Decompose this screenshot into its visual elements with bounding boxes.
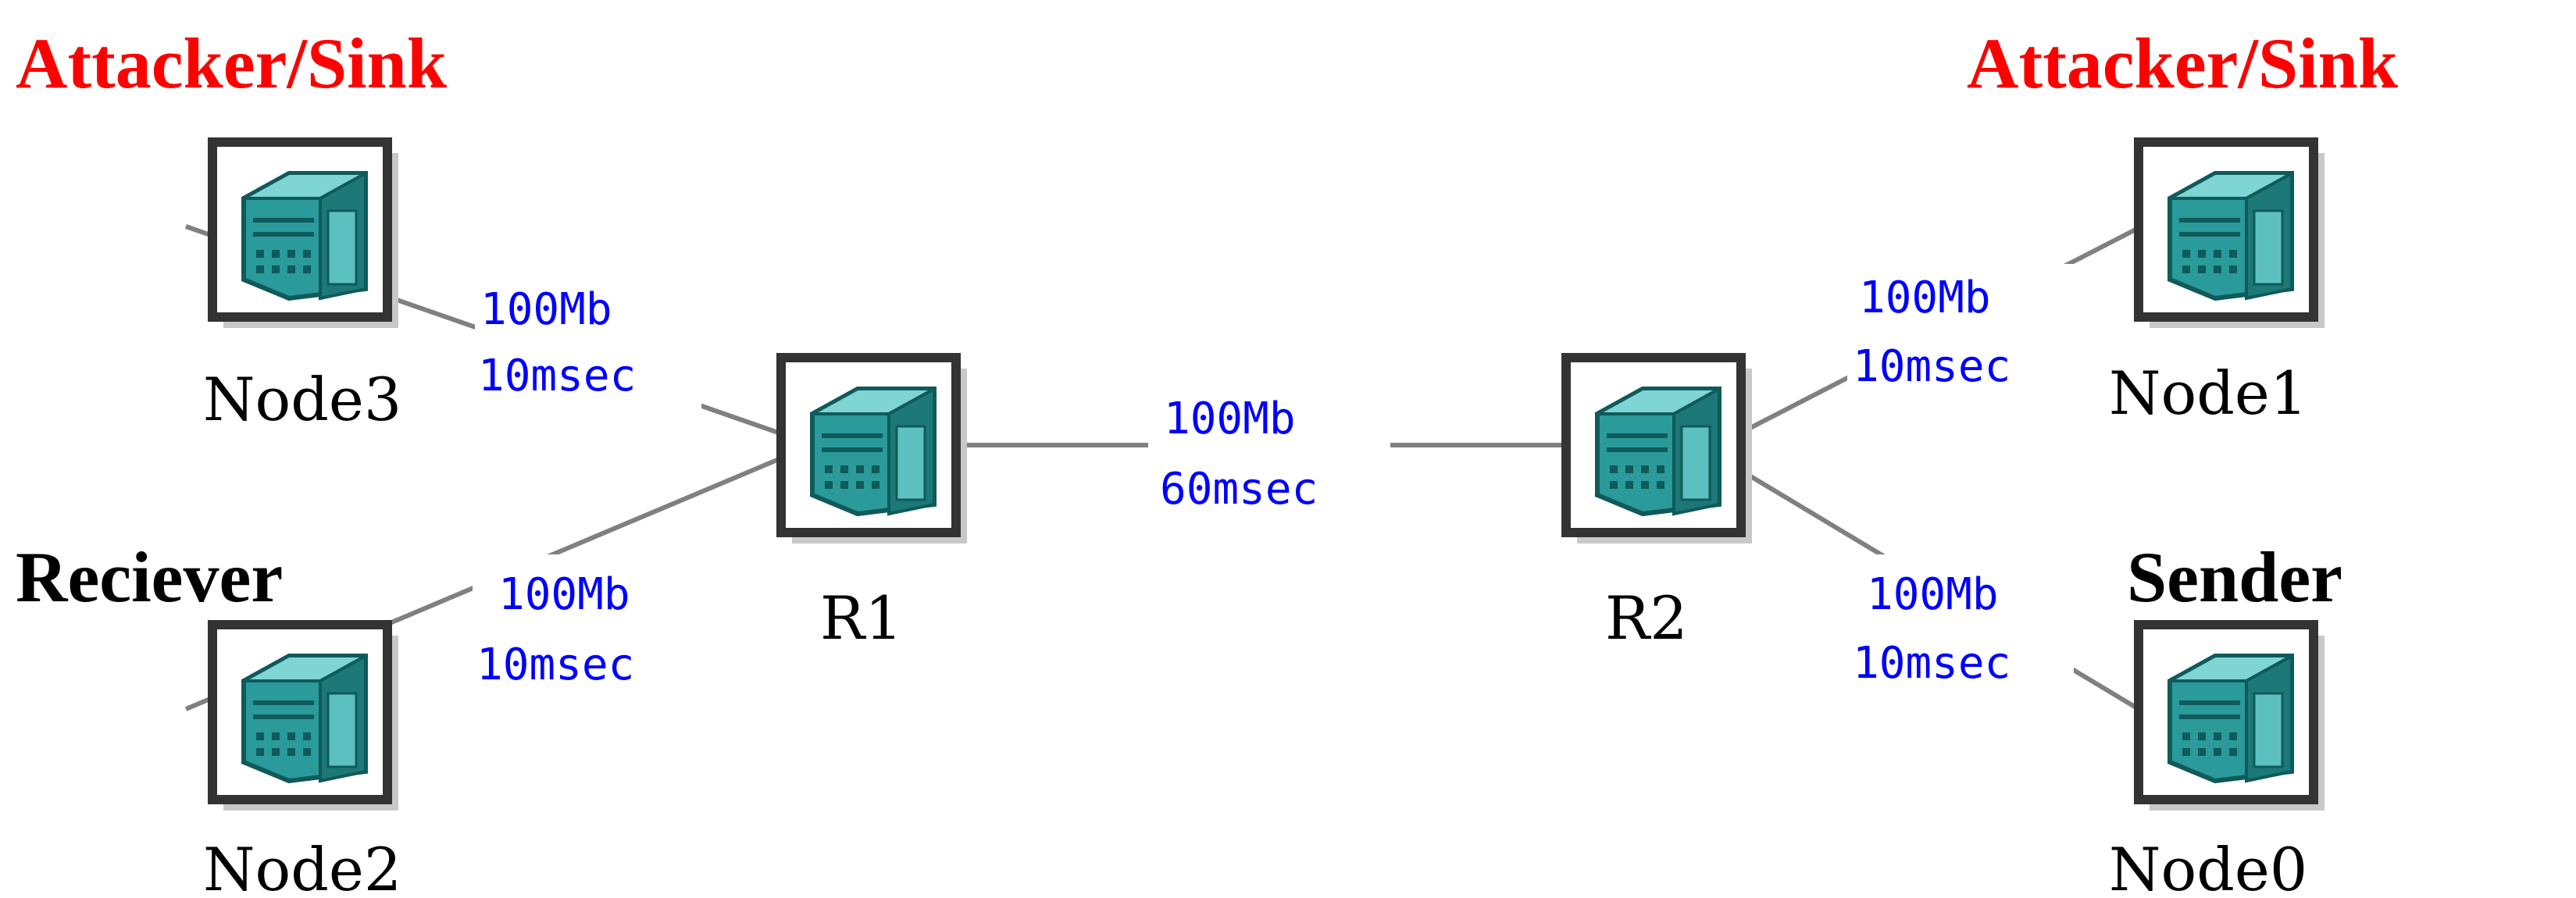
role-label-node3: Attacker/Sink <box>16 23 448 103</box>
node-name-node1: Node1 <box>2109 358 2307 428</box>
node-name-node3: Node3 <box>203 365 401 434</box>
router-icon <box>781 358 967 543</box>
link-delay-r1-r2: 60msec <box>1160 464 1318 515</box>
node-node2[interactable] <box>212 625 398 811</box>
link-delay-r2-node0: 10msec <box>1853 638 2010 689</box>
node-r2[interactable] <box>1566 358 1752 543</box>
link-bandwidth-r2-node1: 100Mb <box>1859 273 1991 323</box>
server-icon <box>212 625 398 811</box>
link-bandwidth-node2-r1: 100Mb <box>498 569 630 620</box>
server-icon <box>2139 625 2324 811</box>
node-node1[interactable] <box>2139 142 2324 328</box>
link-bandwidth-r1-r2: 100Mb <box>1164 394 1296 444</box>
role-label-node0: Sender <box>2127 537 2342 617</box>
role-label-node1: Attacker/Sink <box>1967 23 2399 103</box>
node-node3[interactable] <box>212 142 398 328</box>
node-node0[interactable] <box>2139 625 2324 811</box>
router-icon <box>1566 358 1752 543</box>
server-icon <box>212 142 398 328</box>
node-name-node2: Node2 <box>203 835 401 898</box>
node-name-r2: R2 <box>1605 583 1688 653</box>
role-label-node2: Reciever <box>16 537 283 617</box>
link-delay-node3-r1: 10msec <box>478 351 636 401</box>
node-r1[interactable] <box>781 358 967 543</box>
link-delay-node2-r1: 10msec <box>476 640 634 690</box>
link-bandwidth-r2-node0: 100Mb <box>1867 569 1999 620</box>
link-delay-r2-node1: 10msec <box>1853 341 2010 392</box>
server-icon <box>2139 142 2324 328</box>
node-name-node0: Node0 <box>2109 835 2307 898</box>
link-bandwidth-node3-r1: 100Mb <box>480 284 612 335</box>
node-name-r1: R1 <box>820 583 903 653</box>
